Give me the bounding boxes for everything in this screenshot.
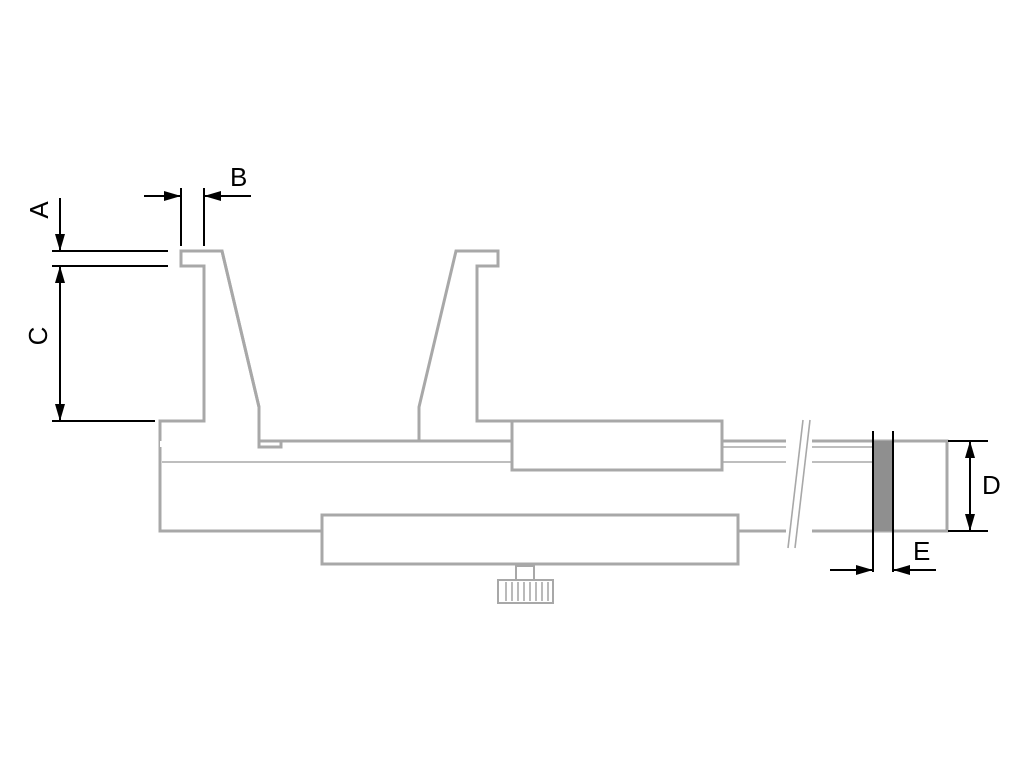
dimension-d: D [948,440,1001,532]
dim-label-c: C [23,327,53,346]
dim-label-a: A [24,201,54,219]
thumb-wheel [497,565,554,604]
dim-label-d: D [982,470,1001,500]
fixed-jaw-outline [158,249,281,449]
fixed-jaw [158,249,283,449]
dim-label-e: E [913,536,930,566]
dimension-a: A [24,198,168,283]
lower-slider-bar [320,513,740,566]
blade [874,441,892,531]
dimension-c: C [23,266,155,422]
dimension-e: E [830,431,936,575]
beam-break-marks [786,419,812,549]
dim-label-b: B [230,162,247,192]
slider-block [510,419,724,472]
movable-jaw [417,249,514,443]
dimension-b: B [144,162,251,246]
fixed-jaw-base [160,421,260,447]
